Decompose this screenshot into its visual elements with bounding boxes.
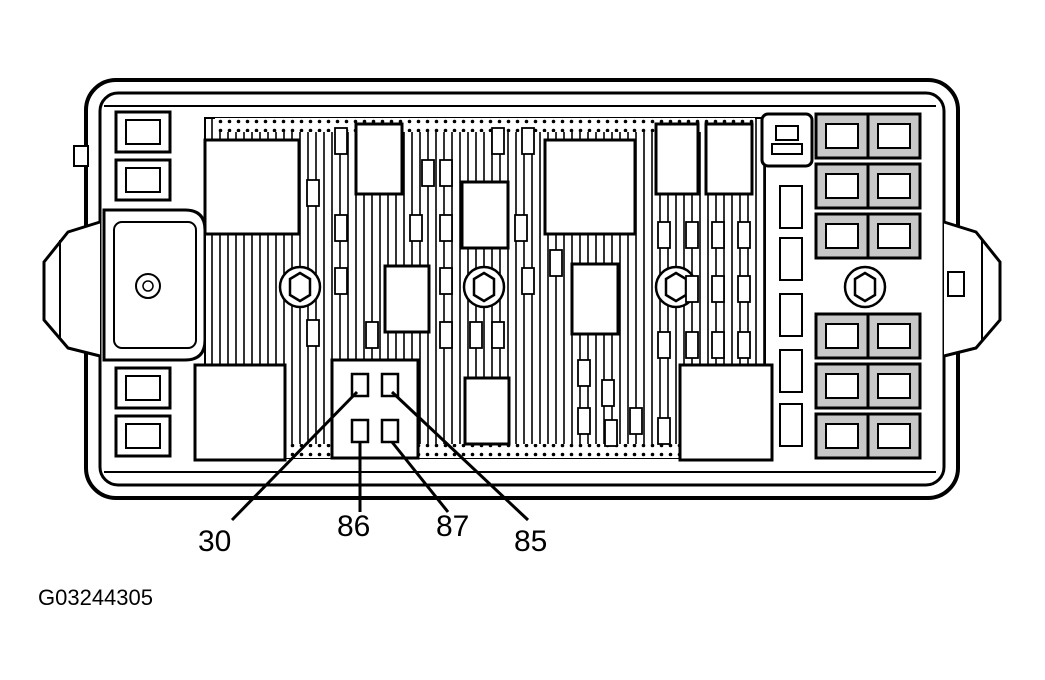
callout-85: 85 [514,525,548,558]
relay-socket [330,358,420,460]
terminal-30 [350,372,370,398]
left-connector-block [102,208,207,362]
callout-86: 86 [337,510,371,543]
callout-87: 87 [436,510,470,543]
callout-30: 30 [198,525,232,558]
left-mounting-tab [42,145,101,358]
terminal-86 [350,418,370,444]
figure-id: G03244305 [38,585,153,610]
left-maxi-fuses [114,110,172,458]
right-mounting-tab [943,220,1002,358]
large-relays [193,122,774,462]
terminal-87 [380,418,400,444]
terminal-85 [380,372,400,398]
leader-lines [230,390,530,522]
mini-fuses [306,127,751,447]
mounting-bolts [278,265,887,309]
right-cartridge-fuses [760,112,922,460]
